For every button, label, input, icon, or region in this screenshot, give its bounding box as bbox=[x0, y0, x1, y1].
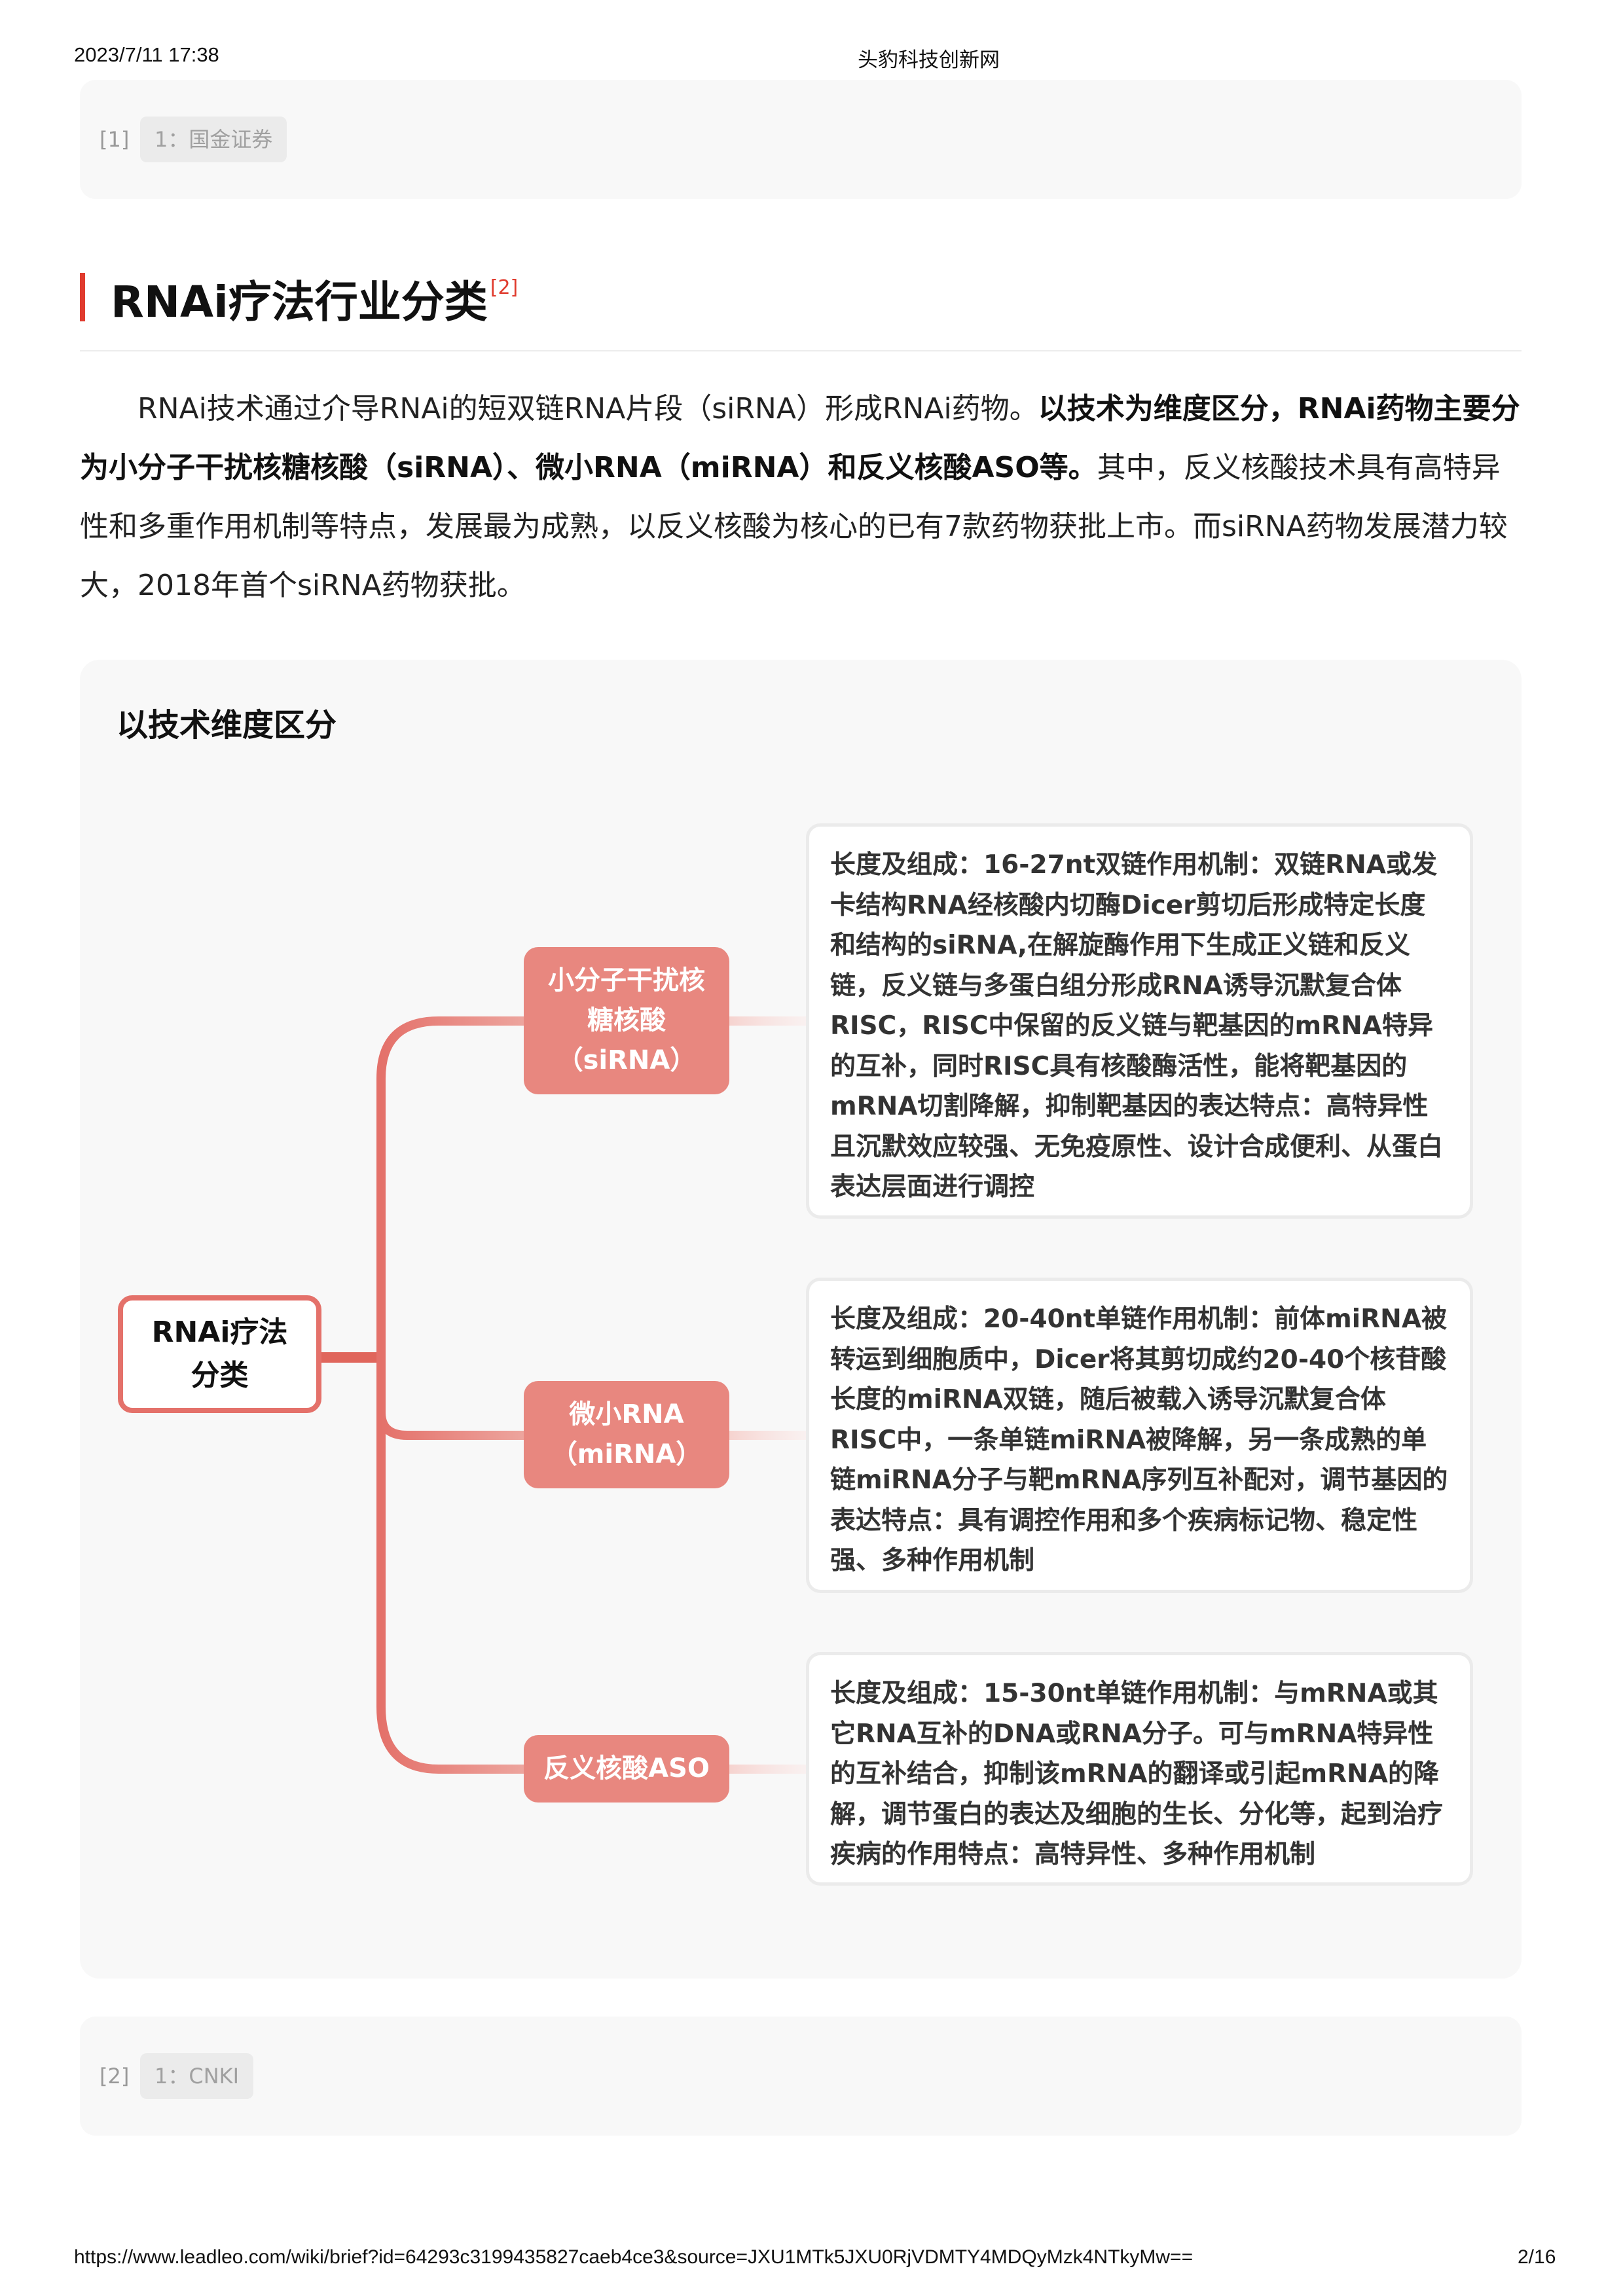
citation-link[interactable]: [2] bbox=[490, 276, 519, 299]
site-name: 头豹科技创新网 bbox=[858, 48, 1000, 71]
reference-index: [1] bbox=[100, 127, 130, 152]
detail-box-sirna: 长度及组成：16-27nt双链作用机制：双链RNA或发卡结构RNA经核酸内切酶D… bbox=[806, 823, 1473, 1219]
detail-connector bbox=[729, 1016, 807, 1026]
reference-index: [2] bbox=[100, 2064, 130, 2089]
detail-connector bbox=[729, 1431, 807, 1440]
reference-box-1: [1] 1：国金证券 bbox=[80, 80, 1522, 199]
reference-source-link[interactable]: 1：国金证券 bbox=[140, 117, 287, 162]
paragraph-bold-text: 以技术为维度区分，RNAi药物主要分为小分子干扰核糖核酸（siRNA）、微小RN… bbox=[80, 392, 1520, 484]
detail-box-mirna: 长度及组成：20-40nt单链作用机制：前体miRNA被转运到细胞质中，Dice… bbox=[806, 1278, 1473, 1593]
branch-line-mirna bbox=[376, 1357, 525, 1440]
mindmap-connectors bbox=[321, 1016, 807, 1774]
print-datetime: 2023/7/11 17:38 bbox=[74, 43, 219, 66]
mindmap-card: 以技术维度区分 RNAi疗法分类 小分子干扰核糖核酸（siRNA） 微小RNA（… bbox=[80, 660, 1522, 1979]
reference-source-link[interactable]: 1：CNKI bbox=[140, 2053, 254, 2099]
node-aso: 反义核酸ASO bbox=[524, 1735, 729, 1803]
root-node: RNAi疗法分类 bbox=[118, 1295, 321, 1413]
branch-line-aso bbox=[376, 1357, 525, 1774]
node-mirna: 微小RNA（miRNA） bbox=[524, 1381, 729, 1488]
reference-box-2: [2] 1：CNKI bbox=[80, 2017, 1522, 2136]
section-title: RNAi疗法行业分类[2] bbox=[111, 267, 518, 330]
node-sirna: 小分子干扰核糖核酸（siRNA） bbox=[524, 947, 729, 1094]
branch-line-sirna bbox=[376, 1016, 525, 1357]
detail-box-aso: 长度及组成：15-30nt单链作用机制：与mRNA或其它RNA互补的DNA或RN… bbox=[806, 1652, 1473, 1886]
mindmap-title: 以技术维度区分 bbox=[117, 707, 337, 744]
section-marker bbox=[80, 273, 85, 321]
paragraph-text: RNAi技术通过介导RNAi的短双链RNA片段（siRNA）形成RNAi药物。 bbox=[137, 392, 1038, 425]
paragraph-text: 其中，反义核酸技术具有高特异性和多重作用机制等特点，发展最为成熟，以反义核酸为核… bbox=[80, 451, 1508, 602]
page-number: 2/16 bbox=[1518, 2246, 1556, 2268]
detail-connector bbox=[729, 1765, 807, 1774]
section-title-text: RNAi疗法行业分类 bbox=[111, 277, 488, 327]
page-url: https://www.leadleo.com/wiki/brief?id=64… bbox=[74, 2246, 1194, 2268]
intro-paragraph: RNAi技术通过介导RNAi的短双链RNA片段（siRNA）形成RNAi药物。以… bbox=[80, 380, 1522, 615]
divider bbox=[80, 350, 1522, 351]
